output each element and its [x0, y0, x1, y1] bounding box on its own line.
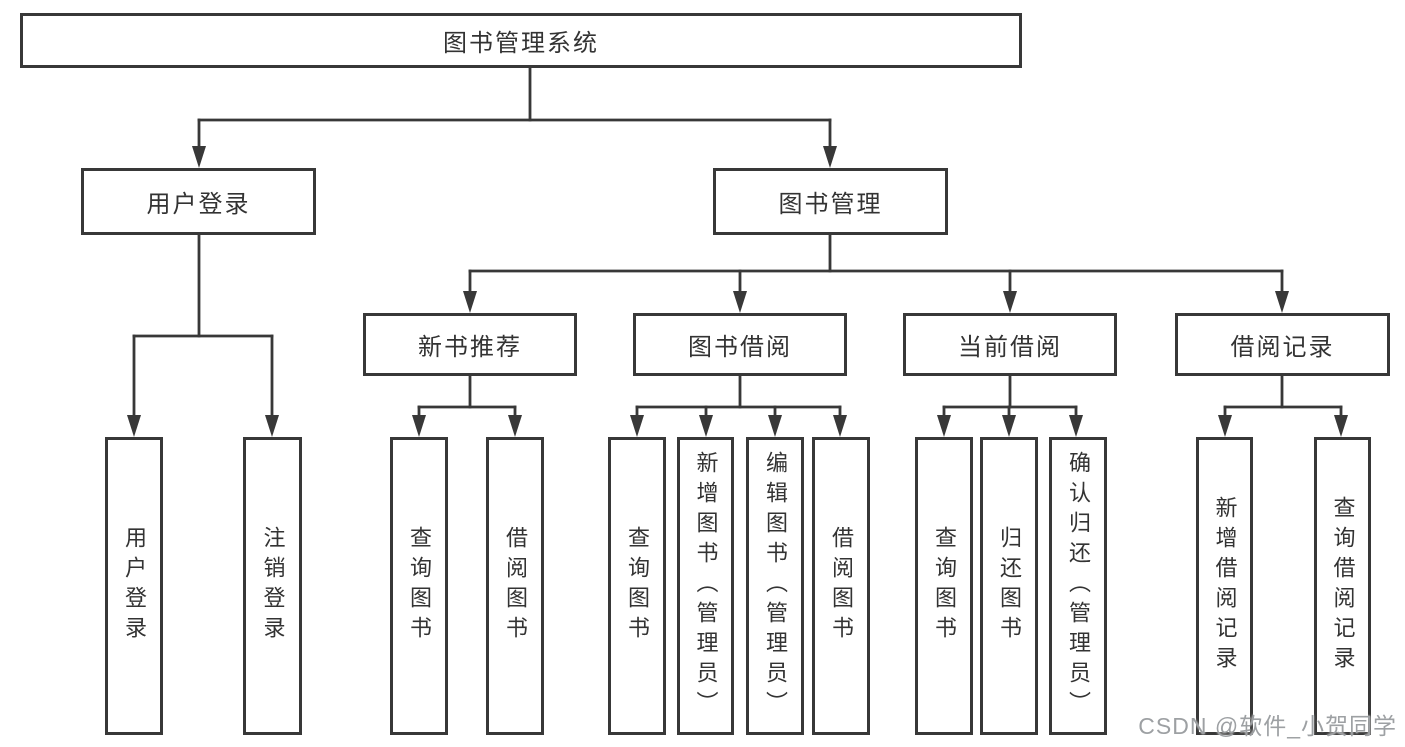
connector-root-to-level1: [192, 66, 837, 168]
node-current-borrow-label: 当前借阅: [958, 334, 1062, 361]
leaf-borrow-book-label: 借阅图书: [829, 526, 854, 646]
leaf-add-book-admin: 新增图书（管理员）: [677, 437, 734, 735]
leaf-query-book-borrow: 查询图书: [608, 437, 666, 735]
connector-book-borrow-to-leaves: [630, 374, 847, 437]
connector-new-book-to-leaves: [412, 374, 522, 437]
node-root-label: 图书管理系统: [443, 30, 599, 57]
leaf-edit-book-admin-label: 编辑图书（管理员）: [763, 451, 788, 721]
node-root: 图书管理系统: [20, 13, 1022, 68]
connector-user-login-to-leaves: [127, 233, 279, 437]
node-book-management: 图书管理: [713, 168, 948, 235]
leaf-return-book-label: 归还图书: [997, 526, 1022, 646]
connector-book-management-to-level2: [463, 233, 1289, 313]
leaf-logout-label: 注销登录: [260, 526, 286, 646]
node-user-login: 用户登录: [81, 168, 316, 235]
node-current-borrow: 当前借阅: [903, 313, 1117, 376]
leaf-add-borrow-record-label: 新增借阅记录: [1212, 496, 1238, 676]
csdn-watermark: CSDN @软件_小贺同学: [1138, 713, 1397, 739]
leaf-user-login-label: 用户登录: [122, 526, 147, 646]
leaf-borrow-book-newrec-label: 借阅图书: [503, 526, 528, 646]
leaf-add-book-admin-label: 新增图书（管理员）: [693, 451, 719, 721]
leaf-logout: 注销登录: [243, 437, 302, 735]
leaf-query-book-newrec-label: 查询图书: [407, 526, 432, 646]
node-new-book-recommend-label: 新书推荐: [418, 334, 522, 361]
leaf-borrow-book-newrec: 借阅图书: [486, 437, 544, 735]
leaf-query-book-current: 查询图书: [915, 437, 973, 735]
node-user-login-label: 用户登录: [146, 191, 251, 218]
node-book-borrow-label: 图书借阅: [688, 334, 792, 361]
leaf-query-borrow-record: 查询借阅记录: [1314, 437, 1371, 735]
node-book-borrow: 图书借阅: [633, 313, 847, 376]
connector-current-borrow-to-leaves: [937, 374, 1083, 437]
leaf-query-book-current-label: 查询图书: [932, 526, 957, 646]
leaf-query-borrow-record-label: 查询借阅记录: [1330, 496, 1356, 676]
leaf-confirm-return-admin-label: 确认归还（管理员）: [1066, 451, 1091, 721]
connector-borrow-records-to-leaves: [1218, 374, 1348, 437]
node-book-management-label: 图书管理: [778, 191, 883, 218]
leaf-edit-book-admin: 编辑图书（管理员）: [746, 437, 804, 735]
leaf-add-borrow-record: 新增借阅记录: [1196, 437, 1253, 735]
leaf-query-book-newrec: 查询图书: [390, 437, 448, 735]
node-borrow-records-label: 借阅记录: [1230, 334, 1335, 361]
leaf-return-book: 归还图书: [980, 437, 1038, 735]
leaf-query-book-borrow-label: 查询图书: [625, 526, 650, 646]
leaf-confirm-return-admin: 确认归还（管理员）: [1049, 437, 1107, 735]
node-new-book-recommend: 新书推荐: [363, 313, 577, 376]
leaf-borrow-book: 借阅图书: [812, 437, 870, 735]
node-borrow-records: 借阅记录: [1175, 313, 1390, 376]
leaf-user-login: 用户登录: [105, 437, 163, 735]
